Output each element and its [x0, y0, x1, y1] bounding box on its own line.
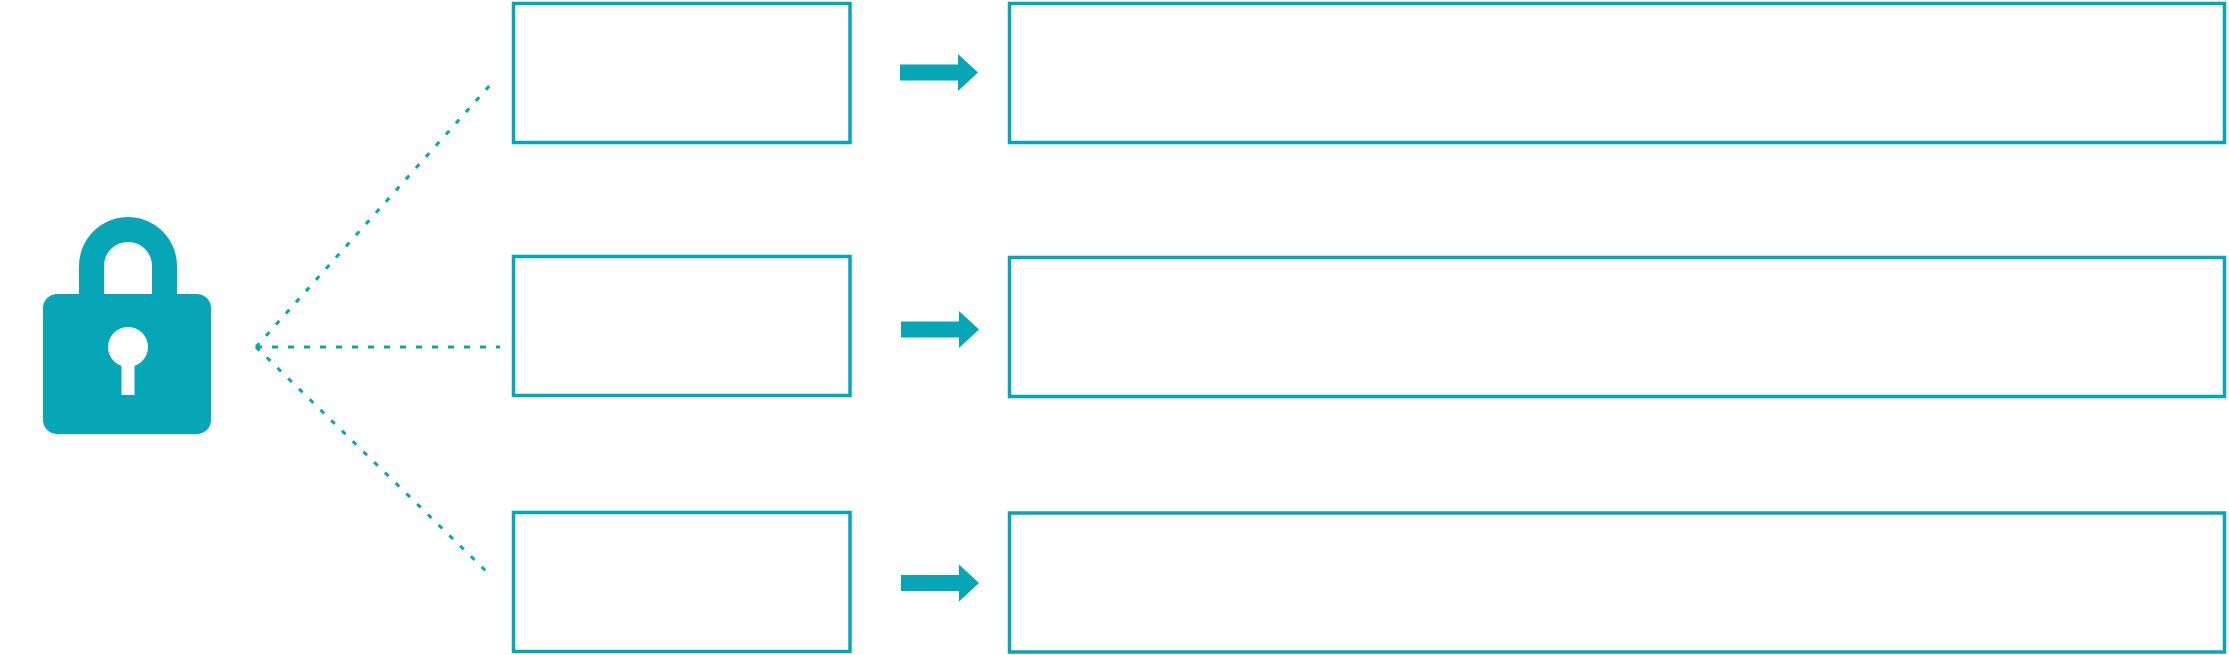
term-box-3[interactable] [511, 510, 852, 654]
dotted-connector-top [254, 83, 493, 348]
answer-box-3[interactable] [1007, 511, 2227, 654]
diagram-row-2 [511, 254, 2227, 399]
dotted-connector-bottom [254, 345, 492, 577]
padlock-keyhole-stem [121, 352, 135, 395]
answer-box-1[interactable] [1007, 1, 2227, 145]
padlock-icon [43, 217, 211, 434]
padlock-keyhole-circle [108, 327, 148, 367]
term-box-2[interactable] [511, 254, 852, 398]
padlock-shackle [79, 217, 177, 300]
diagram-row-1 [511, 1, 2227, 145]
right-block-arrow-icon-3 [901, 564, 979, 602]
term-box-1[interactable] [511, 1, 852, 145]
answer-box-2[interactable] [1007, 255, 2227, 399]
right-block-arrow-icon-1 [900, 54, 978, 91]
right-block-arrow-icon-2 [901, 311, 979, 348]
diagram-row-3 [511, 510, 2227, 654]
